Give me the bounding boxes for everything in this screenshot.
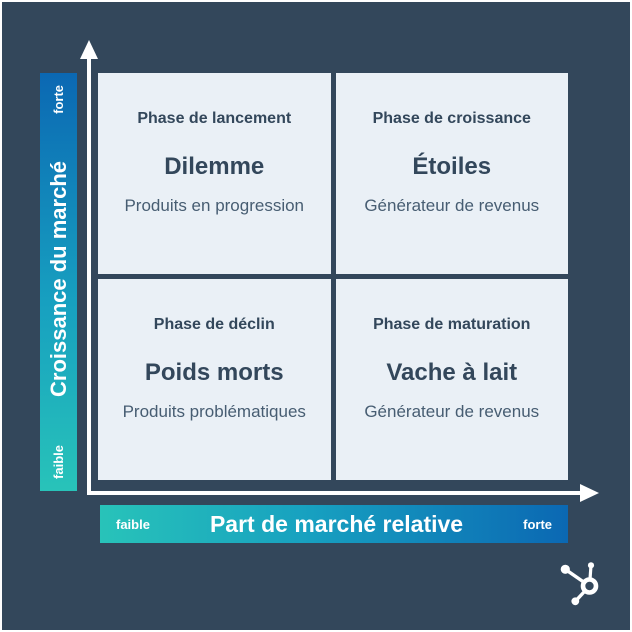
y-axis-top-label: forte bbox=[51, 85, 66, 114]
hubspot-sprocket-icon bbox=[560, 562, 599, 606]
quadrant-description: Produits en progression bbox=[124, 196, 305, 215]
x-axis-label-bar: faible Part de marché relative forte bbox=[100, 505, 568, 543]
quadrant-description: Générateur de revenus bbox=[364, 402, 540, 421]
quadrant-grid: Phase de lancement Dilemme Produits en p… bbox=[98, 73, 568, 480]
x-axis-left-label: faible bbox=[116, 516, 150, 532]
quadrant-description: Générateur de revenus bbox=[364, 196, 540, 215]
quadrant-dilemme: Phase de lancement Dilemme Produits en p… bbox=[98, 73, 331, 274]
quadrant-title: Vache à lait bbox=[386, 359, 518, 386]
quadrant-title: Étoiles bbox=[412, 153, 492, 180]
quadrant-phase-label: Phase de maturation bbox=[373, 316, 531, 333]
quadrant-phase-label: Phase de croissance bbox=[372, 110, 531, 127]
x-axis-right-label: forte bbox=[523, 516, 552, 532]
quadrant-description: Produits problématiques bbox=[122, 402, 306, 421]
y-axis-bottom-label: faible bbox=[51, 445, 66, 479]
quadrant-title: Poids morts bbox=[144, 359, 284, 386]
quadrant-phase-label: Phase de déclin bbox=[153, 316, 275, 333]
y-axis-title: Croissance du marché bbox=[45, 161, 71, 398]
y-axis-arrowhead-icon bbox=[80, 40, 98, 59]
quadrant-etoiles: Phase de croissance Étoiles Générateur d… bbox=[335, 73, 568, 274]
y-axis-line bbox=[87, 56, 91, 493]
y-axis-label-bar: forte Croissance du marché faible bbox=[40, 73, 77, 491]
quadrant-vache-a-lait: Phase de maturation Vache à lait Générat… bbox=[335, 279, 568, 480]
quadrant-title: Dilemme bbox=[164, 153, 265, 180]
x-axis-arrowhead-icon bbox=[580, 484, 599, 502]
x-axis-title: Part de marché relative bbox=[209, 510, 464, 537]
quadrant-poids-morts: Phase de déclin Poids morts Produits pro… bbox=[98, 279, 331, 480]
quadrant-phase-label: Phase de lancement bbox=[137, 110, 292, 127]
x-axis-line bbox=[87, 491, 581, 495]
